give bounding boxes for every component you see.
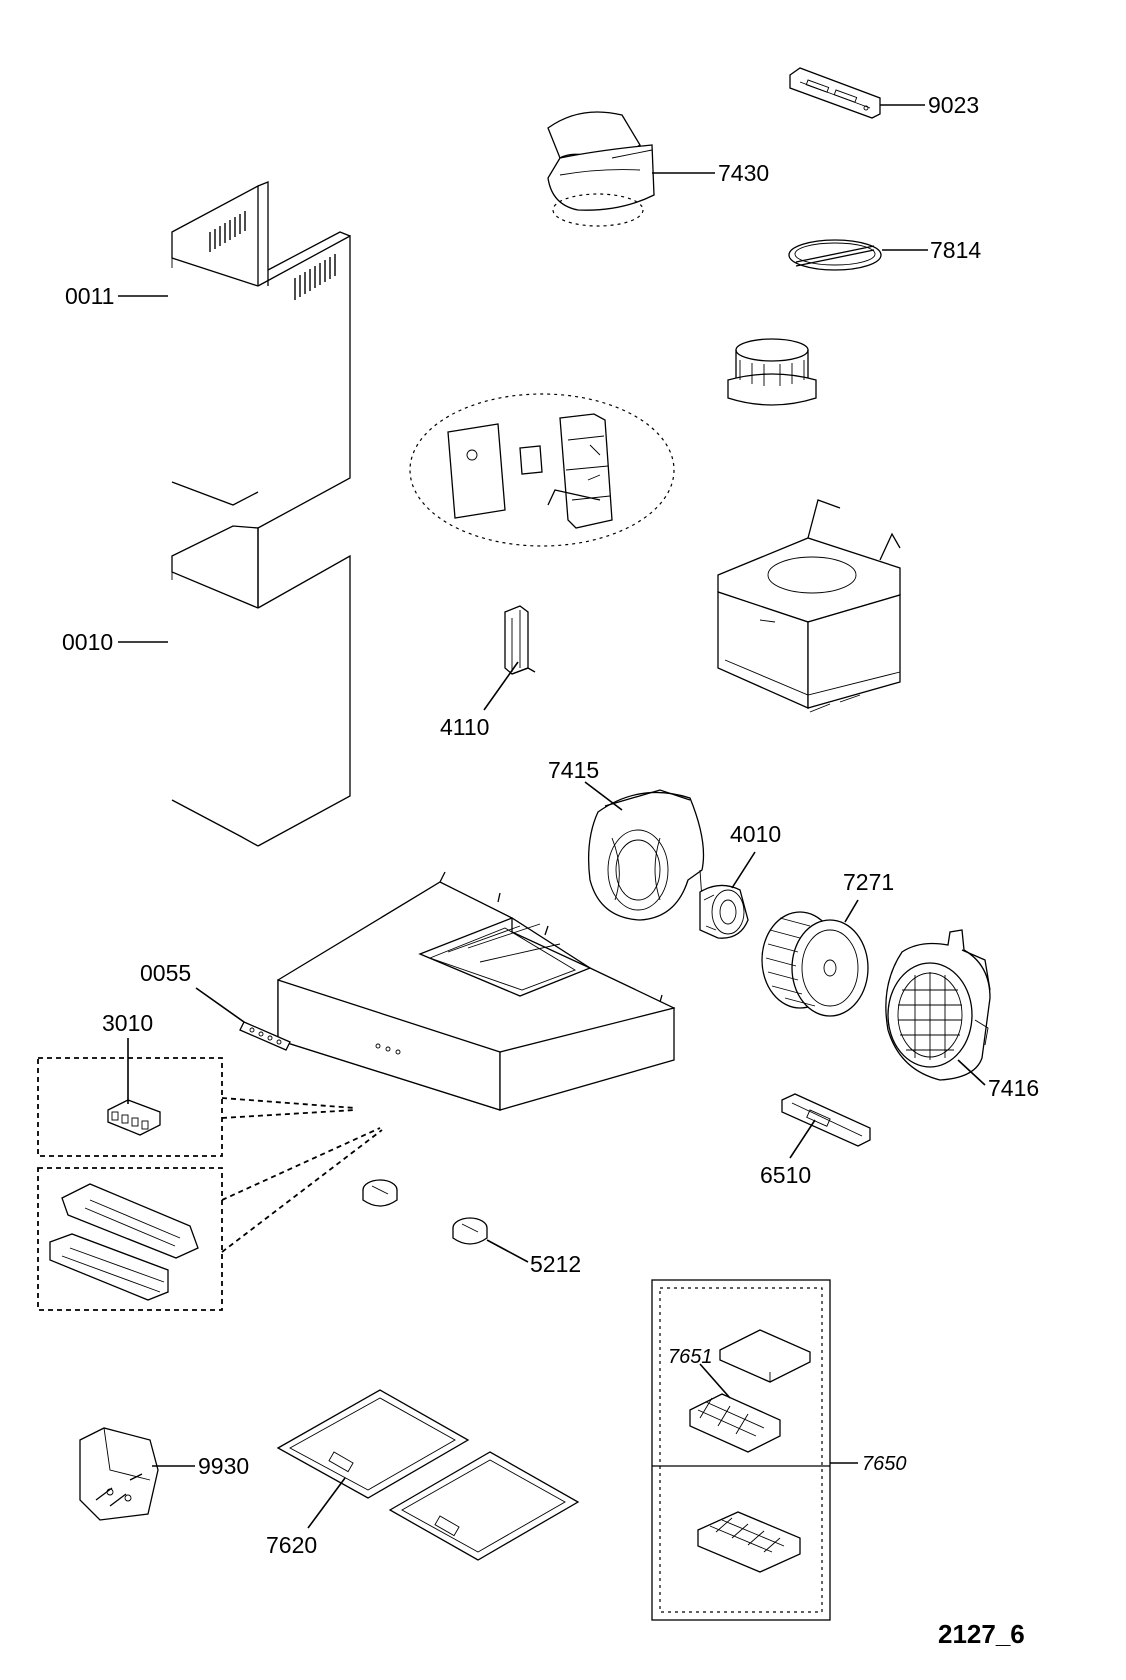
leader-7620 xyxy=(307,1477,346,1529)
label-7650: 7650 xyxy=(862,1453,907,1475)
label-7651: 7651 xyxy=(668,1346,713,1368)
flange-collar-drawing xyxy=(727,338,817,406)
label-7415: 7415 xyxy=(548,757,599,783)
callout-line-panel-b xyxy=(221,1129,383,1253)
leader-0055 xyxy=(195,987,245,1023)
label-7271: 7271 xyxy=(843,869,894,895)
detail-box-control-panel xyxy=(37,1167,223,1311)
part-3010-switch-module-drawing xyxy=(107,1099,161,1136)
part-7620-grease-filter-drawing xyxy=(276,1389,470,1499)
leader-7415 xyxy=(584,781,623,811)
part-7651-carbon-filter-drawing xyxy=(689,1329,811,1453)
part-0011-upper-chimney-drawing xyxy=(171,181,351,529)
label-0055: 0055 xyxy=(140,960,191,986)
part-9930-hardware-bag-drawing xyxy=(79,1427,159,1521)
part-7416-blower-housing-drawing xyxy=(885,929,991,1081)
label-3010: 3010 xyxy=(102,1010,153,1036)
grease-filter-2-drawing xyxy=(388,1451,580,1561)
control-panel-detail-drawing xyxy=(49,1183,199,1301)
callout-line-3010-b xyxy=(221,1109,356,1119)
part-4110-bracket-drawing xyxy=(504,605,536,675)
leader-7271 xyxy=(844,899,859,923)
label-7416: 7416 xyxy=(988,1075,1039,1101)
part-7271-fan-wheel-drawing xyxy=(761,911,869,1017)
detail-box-3010 xyxy=(37,1057,223,1157)
part-9023-bracket-drawing xyxy=(789,67,881,119)
filter-kit-outer-box xyxy=(651,1279,831,1621)
label-0010: 0010 xyxy=(62,629,113,655)
part-7415-blower-scroll-drawing xyxy=(588,789,705,921)
leader-6510 xyxy=(486,1239,529,1263)
part-7814-plate-drawing xyxy=(788,239,882,271)
part-4010-motor-drawing xyxy=(699,884,749,939)
label-4110: 4110 xyxy=(440,714,489,740)
label-7814: 7814 xyxy=(930,237,981,263)
leader-4110 xyxy=(483,661,519,711)
upper-chimney-vent-slots-right xyxy=(294,254,336,300)
motor-housing-box-drawing xyxy=(717,499,901,713)
label-9023: 9023 xyxy=(928,92,979,118)
label-6510: 5212 xyxy=(530,1251,581,1277)
label-0011: 0011 xyxy=(65,283,114,309)
knob-drawing xyxy=(362,1179,398,1207)
leader-7651 xyxy=(699,1363,731,1399)
label-7620: 7620 xyxy=(266,1532,317,1558)
carbon-filter-2-drawing xyxy=(697,1511,801,1573)
hood-body-drawing xyxy=(277,871,676,1111)
leader-7416 xyxy=(957,1059,986,1086)
part-7430-deflector-drawing xyxy=(547,111,655,227)
part-5212-plate-drawing xyxy=(781,1093,871,1147)
upper-chimney-vent-slots-left xyxy=(209,211,246,252)
part-6510-knob-drawing xyxy=(452,1217,488,1245)
callout-line-panel-a xyxy=(221,1127,381,1201)
label-7430: 7430 xyxy=(718,160,769,186)
callout-line-3010-a xyxy=(221,1097,356,1109)
control-board-cluster-drawing xyxy=(409,393,675,547)
label-4010: 4010 xyxy=(730,821,781,847)
part-0010-lower-chimney-drawing xyxy=(171,525,351,847)
leader-4010 xyxy=(731,851,756,889)
filter-kit-inner-box xyxy=(659,1287,823,1613)
drawing-number: 2127_6 xyxy=(938,1619,1025,1649)
label-5212: 6510 xyxy=(760,1162,811,1188)
label-9930: 9930 xyxy=(198,1453,249,1479)
leader-5212 xyxy=(789,1119,816,1159)
part-0055-switch-strip-drawing xyxy=(239,1021,291,1051)
